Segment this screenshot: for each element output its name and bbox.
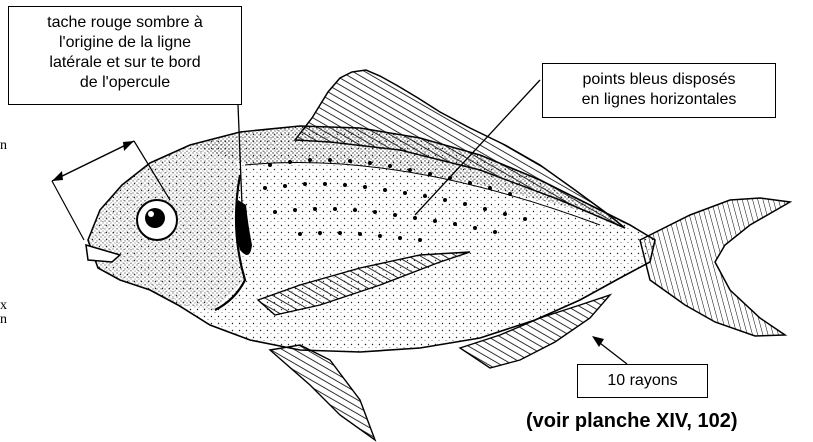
head-length-bracket xyxy=(52,141,134,181)
annotation-line: de l'opercule xyxy=(9,73,241,93)
figure-caption: (voir planche XIV, 102) xyxy=(526,410,738,433)
edge-mark: n xyxy=(0,312,7,328)
edge-mark: n xyxy=(0,138,7,154)
annotation-line: en lignes horizontales xyxy=(543,90,775,110)
annotation-box-tache: tache rouge sombre à l'origine de la lig… xyxy=(8,6,242,105)
annotation-line: latérale et sur te bord xyxy=(9,53,241,73)
caudal-fin xyxy=(640,198,790,336)
annotation-line: 10 rayons xyxy=(578,371,707,391)
annotation-box-points: points bleus disposés en lignes horizont… xyxy=(542,63,776,118)
eye-pupil xyxy=(145,208,165,228)
annotation-line: points bleus disposés xyxy=(543,70,775,90)
annotation-line: l'origine de la ligne xyxy=(9,33,241,53)
pelvic-fin xyxy=(270,345,375,440)
annotation-line: tache rouge sombre à xyxy=(9,13,241,33)
annotation-box-rayons: 10 rayons xyxy=(577,364,708,398)
